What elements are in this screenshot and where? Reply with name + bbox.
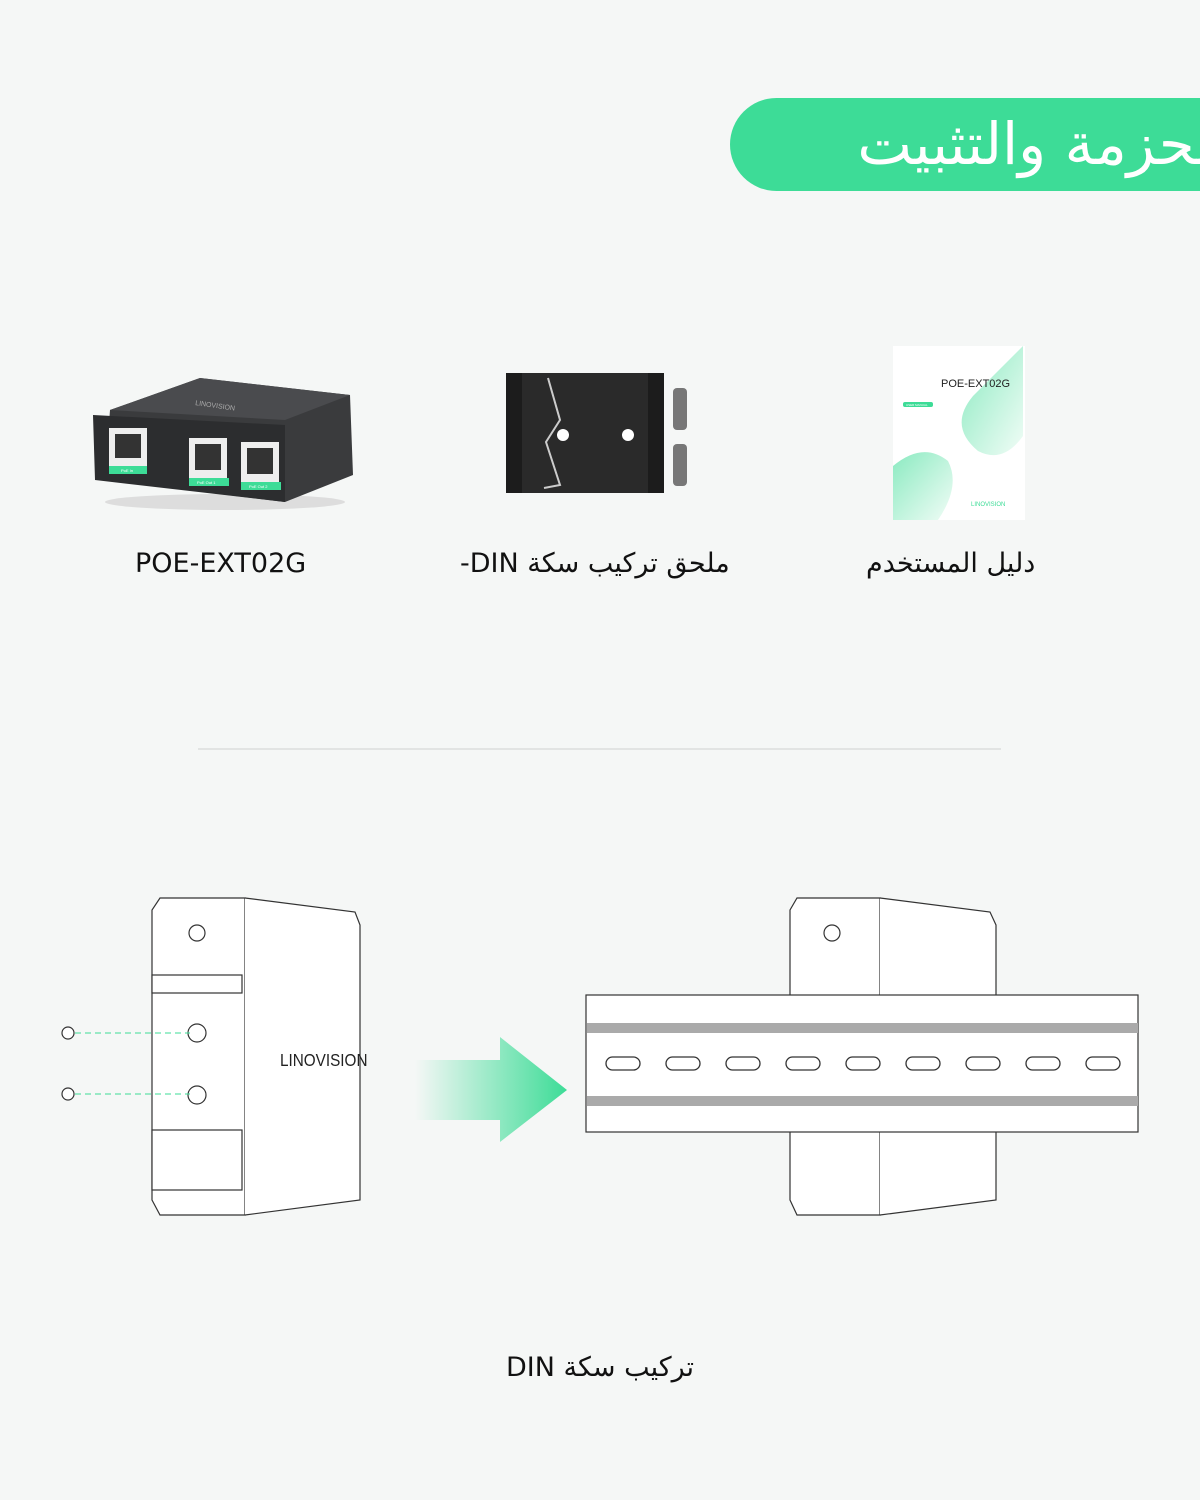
poe-extender-image: LINOVISION PoE In PoE Out 1 PoE Out 2 <box>93 378 353 510</box>
rail-slot <box>665 1056 701 1071</box>
screw-icon <box>61 1026 75 1040</box>
rail-slot <box>845 1056 881 1071</box>
ethernet-port-socket <box>247 448 273 474</box>
port-label: PoE Out 1 <box>197 480 216 485</box>
device-before-mounting <box>61 897 361 1216</box>
item-label-device: POE-EXT02G <box>135 548 307 579</box>
item-label-manual: دليل المستخدم <box>866 548 1036 579</box>
manual-brand: LINOVISION <box>971 502 1005 508</box>
device-screw-icon <box>823 924 841 942</box>
device-screw-icon <box>188 924 206 942</box>
rail-slot <box>1085 1056 1121 1071</box>
port-label: PoE In <box>121 468 133 473</box>
bracket-flange <box>648 373 664 493</box>
user-manual-image: POE-EXT02G USER MANUAL LINOVISION <box>893 346 1025 520</box>
device-face-panel <box>244 897 361 1216</box>
din-rail <box>585 994 1139 1133</box>
din-bracket-image <box>506 373 687 493</box>
bracket-spring-clip <box>543 377 562 489</box>
rail-slot <box>785 1056 821 1071</box>
manual-cover-shape <box>961 346 1023 456</box>
manual-cover-shape <box>893 452 953 520</box>
divider <box>198 748 1001 750</box>
bracket-screw-hole <box>622 429 634 441</box>
bracket-bottom-clip <box>151 1129 243 1191</box>
device-shadow <box>105 494 345 510</box>
section-title: الحزمة والتثبيت <box>857 110 1200 178</box>
rail-slot <box>965 1056 1001 1071</box>
screw-icon <box>673 444 687 486</box>
bracket-screw-hole <box>557 429 569 441</box>
item-label-din-bracket: ملحق تركيب سكة DIN- <box>460 548 730 579</box>
bracket-flange <box>506 373 522 493</box>
din-rail-edge <box>587 1096 1138 1106</box>
ethernet-port-socket <box>115 434 141 458</box>
rail-slot <box>605 1056 641 1071</box>
manual-tag: USER MANUAL <box>906 403 928 407</box>
port-label: PoE Out 2 <box>249 484 268 489</box>
din-rail-edge <box>587 1023 1138 1033</box>
device-mounted-on-rail <box>585 897 1139 1216</box>
rail-slot <box>905 1056 941 1071</box>
section-title-banner: الحزمة والتثبيت <box>730 98 1200 191</box>
manual-tag-background <box>903 402 933 407</box>
manual-title: POE-EXT02G <box>941 378 1010 390</box>
port-label-tag <box>241 482 281 490</box>
rail-slot <box>1025 1056 1061 1071</box>
diagram-brand: LINOVISION <box>280 1050 367 1070</box>
rail-slot <box>725 1056 761 1071</box>
device-top <box>110 378 350 420</box>
bracket-plate <box>506 373 664 493</box>
port-label-tag <box>109 466 147 474</box>
port-label-tag <box>189 478 229 486</box>
din-installation-diagram: LINOVISION <box>61 897 1139 1216</box>
screw-icon <box>673 388 687 430</box>
screw-icon <box>61 1087 75 1101</box>
mounting-hole <box>187 1085 207 1105</box>
bracket-top-edge <box>151 974 243 994</box>
arrow-icon <box>415 1037 567 1142</box>
diagram-caption: تركيب سكة DIN <box>505 1352 695 1383</box>
din-rail-slots <box>605 1056 1121 1071</box>
ethernet-port-socket <box>195 444 221 470</box>
mounting-hole <box>187 1023 207 1043</box>
